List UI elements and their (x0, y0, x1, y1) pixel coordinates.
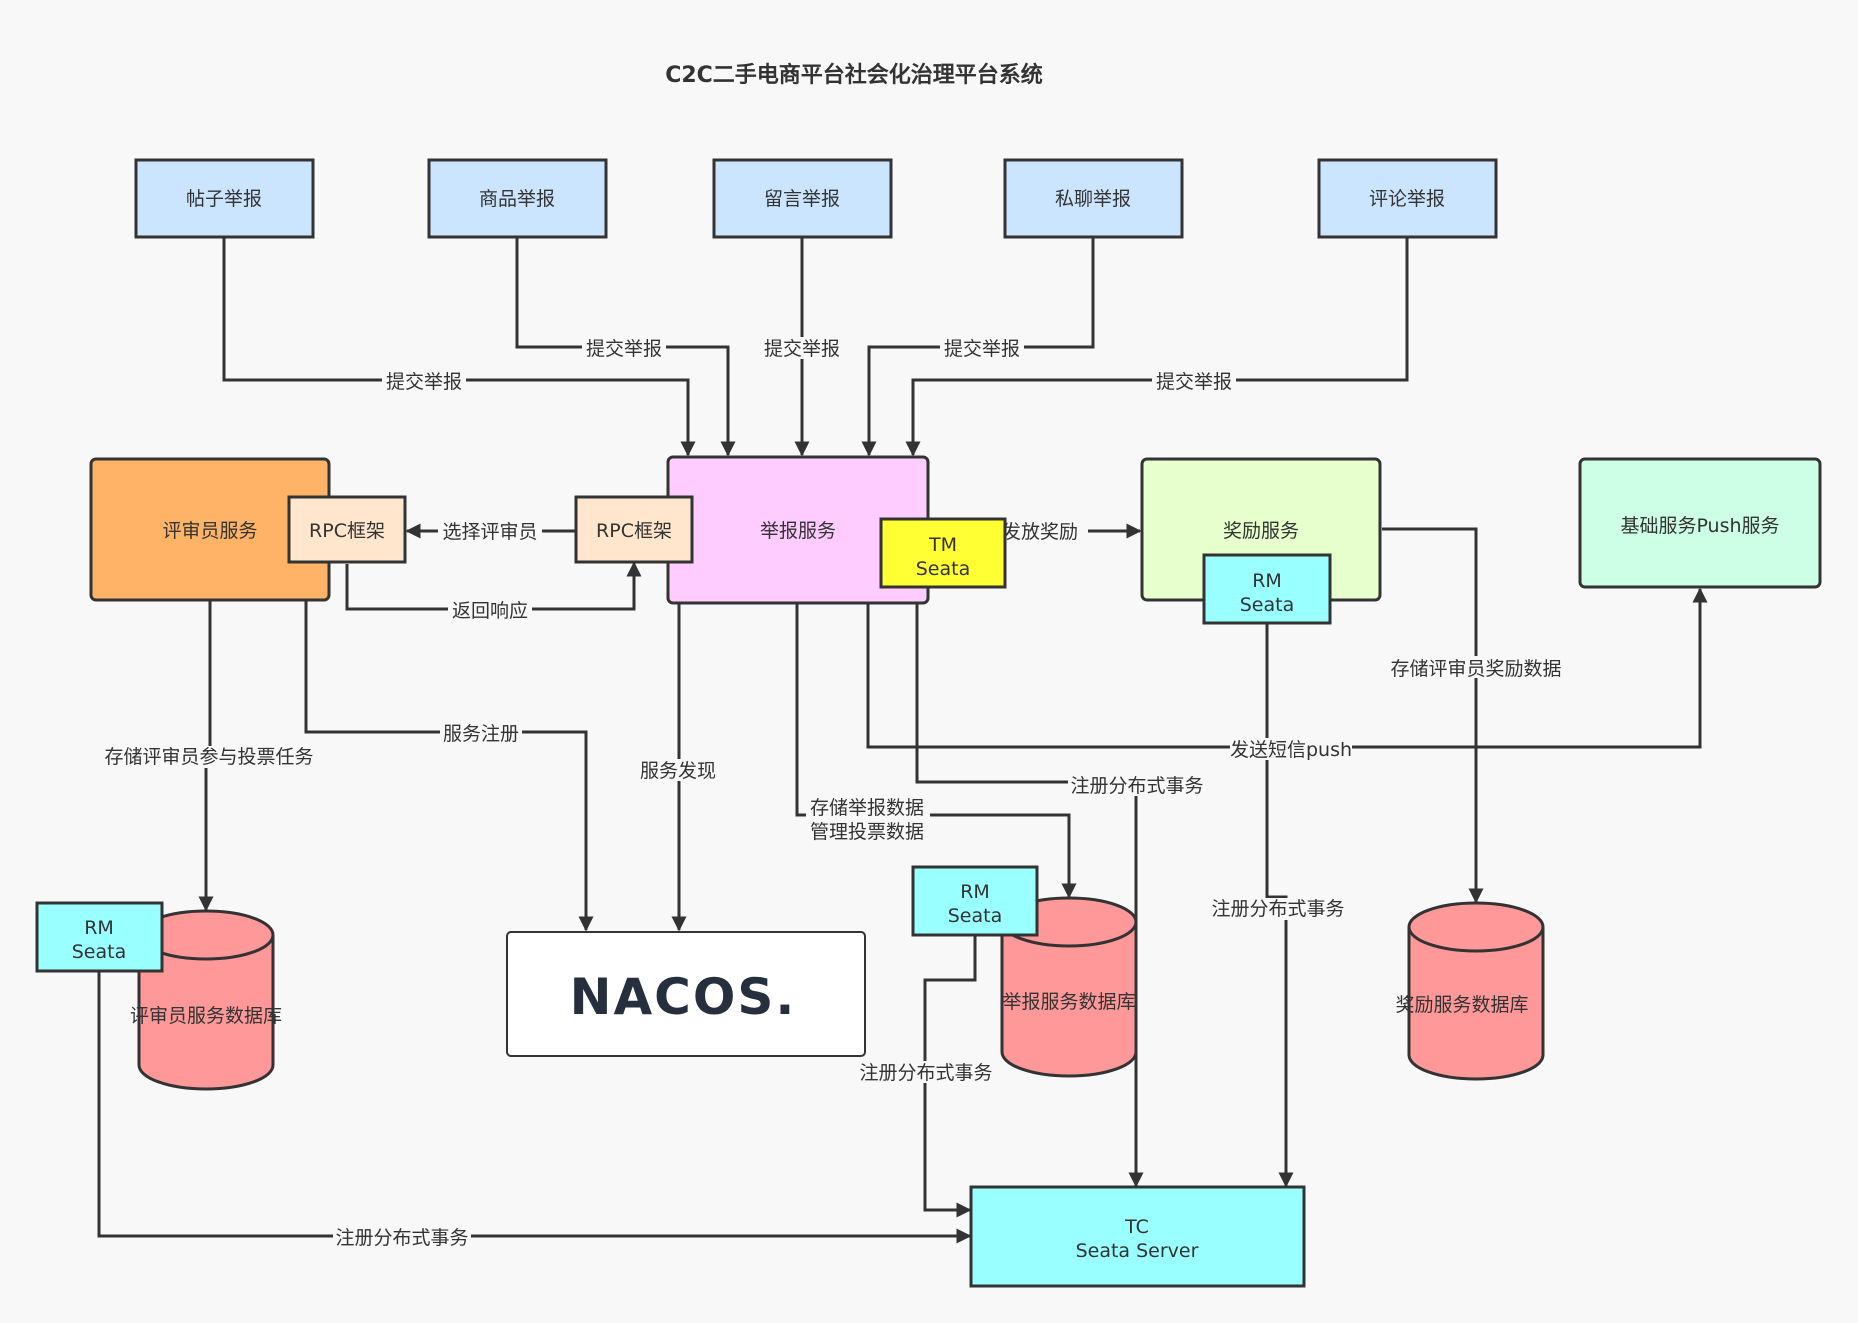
edge-label-submit-comment: 提交举报 (1156, 371, 1232, 393)
edge-label-return-response: 返回响应 (452, 600, 528, 622)
tc-line2: Seata Server (1076, 1240, 1199, 1262)
rpc-left-label: RPC框架 (309, 520, 385, 542)
reviewer-rm-seata[interactable]: RM Seata (35, 901, 164, 973)
edge-label-store-reviewer-task: 存储评审员参与投票任务 (104, 746, 313, 768)
edge-label-submit-chat: 提交举报 (944, 338, 1020, 360)
report-rm-line2: Seata (948, 905, 1003, 927)
reward-rm-line1: RM (1252, 570, 1282, 592)
report-service-label: 举报服务 (760, 520, 836, 542)
reward-db[interactable]: 奖励服务数据库 (1395, 901, 1545, 1081)
reviewer-rm-line2: Seata (72, 941, 127, 963)
report-db-label: 举报服务数据库 (1002, 991, 1135, 1013)
source-post-label: 帖子举报 (186, 188, 262, 210)
edge-label-store-report-line2: 管理投票数据 (810, 821, 924, 843)
report-rm-seata[interactable]: RM Seata (911, 865, 1039, 937)
edges (97, 238, 1708, 1244)
reward-service-label: 奖励服务 (1223, 520, 1299, 542)
tm-seata-line1: TM (928, 534, 957, 556)
report-rm-line1: RM (960, 881, 990, 903)
nacos-box[interactable]: NACOS. (506, 931, 866, 1057)
edge-label-register-tx-report-rm: 注册分布式事务 (859, 1062, 992, 1084)
source-message-label: 留言举报 (764, 188, 840, 210)
push-service-label: 基础服务Push服务 (1620, 515, 1779, 537)
tc-seata-server[interactable]: TC Seata Server (969, 1185, 1306, 1288)
edge-label-service-register: 服务注册 (443, 723, 519, 745)
reviewer-service[interactable]: 评审员服务 (89, 457, 331, 602)
edge-label-submit-goods: 提交举报 (586, 338, 662, 360)
source-goods-label: 商品举报 (479, 188, 555, 210)
tc-line1: TC (1124, 1216, 1149, 1238)
edge-label-issue-reward: 发放奖励 (1002, 521, 1078, 543)
nacos-logo: NACOS. (570, 968, 797, 1026)
edge-label-submit-post: 提交举报 (386, 371, 462, 393)
rpc-left[interactable]: RPC框架 (287, 495, 407, 564)
tm-seata[interactable]: TM Seata (879, 517, 1007, 589)
edge-label-service-discovery: 服务发现 (640, 760, 716, 782)
source-message[interactable]: 留言举报 (712, 158, 893, 239)
reward-rm-seata[interactable]: RM Seata (1202, 553, 1332, 625)
tm-seata-line2: Seata (916, 558, 971, 580)
source-comment-label: 评论举报 (1369, 188, 1445, 210)
edge-label-select-reviewer: 选择评审员 (442, 521, 537, 543)
source-comment[interactable]: 评论举报 (1317, 158, 1498, 239)
edge-label-register-tx-reviewer-rm: 注册分布式事务 (335, 1227, 468, 1249)
reviewer-db-label: 评审员服务数据库 (130, 1005, 282, 1027)
edge-label-store-reward-data: 存储评审员奖励数据 (1390, 658, 1561, 680)
source-goods[interactable]: 商品举报 (427, 158, 608, 239)
report-sources: 帖子举报 商品举报 留言举报 私聊举报 评论举报 (134, 158, 1498, 239)
edge-store-reward-data (1382, 527, 1484, 904)
edge-store-report-data (795, 601, 1077, 899)
reviewer-service-label: 评审员服务 (162, 520, 257, 542)
source-chat[interactable]: 私聊举报 (1003, 158, 1184, 239)
rpc-right-label: RPC框架 (596, 520, 672, 542)
edge-labels: 提交举报 提交举报 提交举报 提交举报 提交举报 选择评审员 返回响应 发放奖励… (100, 337, 1564, 1249)
source-post[interactable]: 帖子举报 (134, 158, 315, 239)
reviewer-rm-line1: RM (84, 917, 114, 939)
edge-label-store-report-line1: 存储举报数据 (810, 797, 924, 819)
edge-service-register (304, 601, 594, 932)
edge-label-submit-message: 提交举报 (764, 338, 840, 360)
edge-label-register-tx-tm: 注册分布式事务 (1070, 775, 1203, 797)
source-chat-label: 私聊举报 (1055, 188, 1131, 210)
push-service[interactable]: 基础服务Push服务 (1578, 457, 1822, 589)
edge-label-send-sms-push: 发送短信push (1230, 739, 1352, 761)
reward-db-label: 奖励服务数据库 (1395, 994, 1528, 1016)
rpc-right[interactable]: RPC框架 (574, 495, 694, 564)
diagram-title: C2C二手电商平台社会化治理平台系统 (665, 62, 1043, 88)
edge-register-tx-report-rm (923, 936, 977, 1218)
edge-register-tx-reviewer-rm (97, 971, 972, 1244)
reward-rm-line2: Seata (1240, 594, 1295, 616)
edge-label-register-tx-reward: 注册分布式事务 (1211, 898, 1344, 920)
